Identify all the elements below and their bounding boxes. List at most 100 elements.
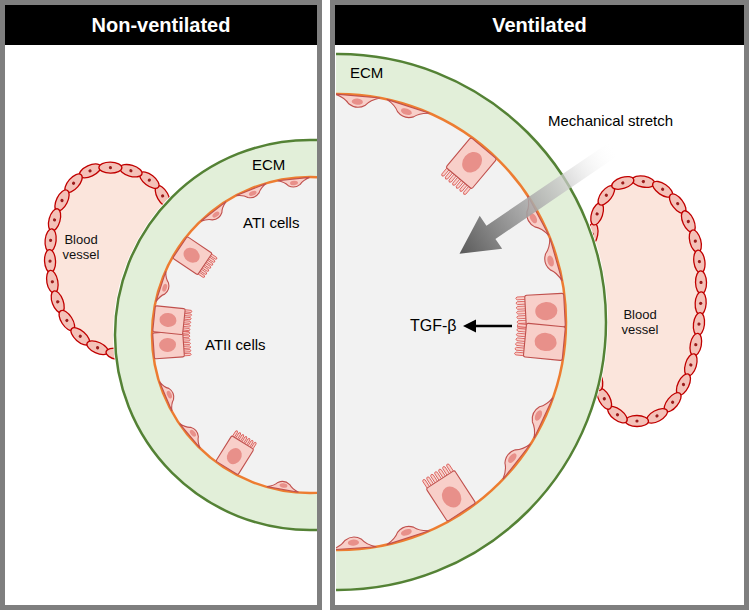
- nucleus: [164, 296, 168, 300]
- nucleus: [351, 98, 363, 105]
- nucleus: [604, 193, 608, 197]
- endothelial-cell: [118, 162, 143, 179]
- nucleus: [400, 107, 413, 116]
- ati-cell: [336, 536, 376, 550]
- endothelial-cell: [687, 229, 704, 254]
- endothelial-cell: [162, 266, 176, 290]
- cell-body: [44, 249, 56, 273]
- atii-cell: [514, 322, 565, 360]
- endothelial-cell: [99, 162, 122, 173]
- nucleus: [458, 148, 486, 177]
- nucleus: [166, 390, 173, 399]
- cell-body: [585, 222, 600, 247]
- microvillus: [184, 317, 191, 320]
- alveolar-lumen: [152, 177, 317, 493]
- atii-cell: [440, 137, 497, 196]
- vessel-lumen: [50, 168, 171, 355]
- ati-cell: [336, 94, 380, 109]
- endothelial-cell: [585, 222, 600, 247]
- atii-cell: [153, 330, 192, 359]
- endothelial-cell: [583, 243, 596, 267]
- nucleus: [129, 169, 133, 173]
- endothelial-cell: [162, 203, 177, 228]
- ati-cell: [236, 184, 269, 203]
- nucleus: [169, 235, 172, 238]
- cell-body: [216, 436, 254, 475]
- endothelial-cell: [585, 347, 600, 371]
- microvillus: [517, 328, 526, 332]
- cell-body: [625, 415, 648, 426]
- nucleus: [588, 253, 591, 256]
- vessel-label: Blood vessel: [55, 232, 107, 262]
- microvillus: [183, 335, 190, 338]
- microvillus: [516, 333, 525, 337]
- nucleus: [697, 322, 701, 326]
- nucleus: [53, 218, 57, 222]
- nucleus: [699, 281, 702, 284]
- ecm-ring: [336, 54, 606, 590]
- cell-body: [236, 184, 269, 203]
- nucleus: [699, 302, 702, 305]
- nucleus: [621, 181, 625, 185]
- cell-label: ATII cells: [205, 336, 266, 353]
- nucleus: [438, 483, 465, 511]
- nucleus: [698, 260, 702, 264]
- ati-cell: [159, 378, 179, 411]
- microvillus: [515, 347, 524, 351]
- ati-cell: [267, 479, 300, 492]
- nucleus: [587, 274, 590, 277]
- microvillus: [184, 346, 191, 349]
- endothelial-cell: [582, 264, 594, 287]
- endothelial-cell: [44, 249, 56, 273]
- cell-body: [610, 174, 635, 192]
- basement-membrane: [152, 177, 317, 493]
- nucleus: [588, 337, 591, 340]
- cell-body: [383, 99, 429, 123]
- nucleus: [181, 245, 203, 266]
- nucleus: [660, 187, 664, 191]
- cell-body: [539, 238, 562, 284]
- nucleus: [211, 210, 220, 218]
- cell-body: [158, 286, 173, 311]
- endothelial-cell: [582, 306, 594, 329]
- nucleus: [506, 452, 518, 465]
- ati-cell: [383, 520, 429, 544]
- endothelial-cell: [105, 347, 130, 362]
- signal-label: TGF-β: [410, 317, 457, 335]
- microvillus: [183, 331, 190, 334]
- microvillus: [516, 301, 525, 304]
- endothelial-cell: [625, 415, 648, 426]
- vessel-body: [582, 174, 706, 427]
- nucleus: [109, 166, 112, 169]
- microvillus: [184, 353, 191, 356]
- nucleus: [595, 212, 599, 216]
- nucleus: [348, 539, 360, 546]
- nucleus: [60, 198, 64, 202]
- nucleus: [160, 194, 164, 198]
- label-holder: ATI cells: [243, 214, 299, 231]
- vessel-label: Blood vessel: [614, 307, 666, 337]
- endothelial-cell: [588, 367, 605, 392]
- cell-body: [446, 137, 497, 189]
- nucleus: [689, 363, 693, 367]
- nucleus: [159, 312, 177, 328]
- cell-body: [582, 285, 593, 308]
- cell-label: ATI cells: [243, 214, 299, 231]
- blood-vessel: Blood vessel: [588, 175, 708, 425]
- nucleus: [135, 350, 139, 354]
- nucleus: [587, 316, 590, 319]
- nucleus: [189, 429, 198, 438]
- nucleus: [65, 318, 69, 322]
- nucleus: [686, 219, 690, 223]
- nucleus: [602, 397, 606, 401]
- nucleus: [534, 332, 558, 352]
- cell-body: [583, 326, 596, 350]
- cell-body: [153, 306, 186, 335]
- microvillus: [516, 311, 525, 314]
- vessel-text-wrap: Blood vessel: [55, 232, 107, 262]
- cell-body: [336, 94, 380, 109]
- cell-body: [45, 269, 60, 294]
- nucleus: [279, 483, 288, 489]
- cell-body: [631, 174, 656, 189]
- cell-body: [162, 266, 176, 290]
